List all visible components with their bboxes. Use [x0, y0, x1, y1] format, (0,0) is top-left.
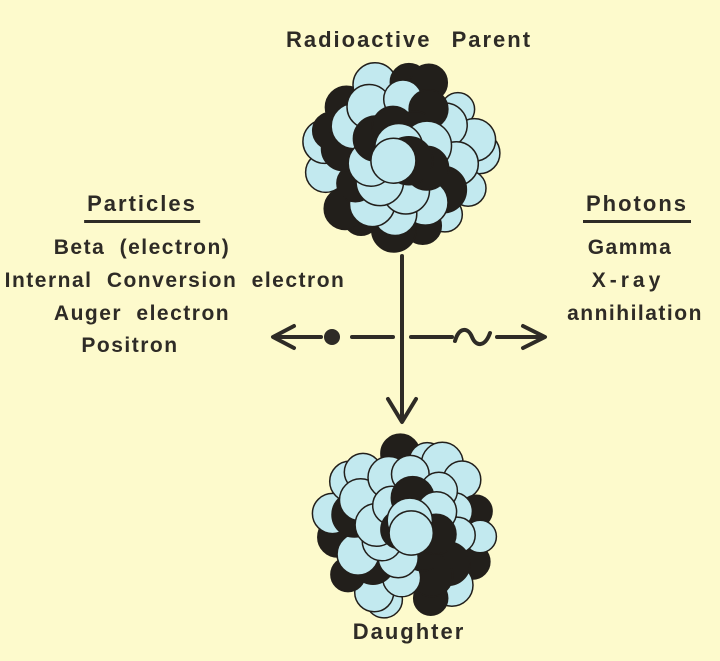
photons-heading: Photons: [583, 191, 691, 224]
particles-item-positron: Positron: [81, 334, 179, 357]
decay-arrow: [386, 254, 418, 424]
particles-item-internal-conversion: Internal Conversion electron: [4, 269, 346, 292]
particle-dot-icon: [324, 329, 340, 345]
daughter-nucleus-icon: [311, 433, 498, 619]
photon-arrow: [409, 324, 547, 350]
particles-item-beta: Beta (electron): [53, 236, 231, 259]
particles-heading: Particles: [84, 191, 200, 224]
particle-arrow: [271, 324, 395, 350]
photons-item-gamma: Gamma: [587, 236, 673, 259]
particles-item-auger: Auger electron: [53, 302, 231, 325]
daughter-label: Daughter: [352, 619, 466, 644]
photon-wave-icon: [453, 328, 492, 346]
parent-nucleus-icon: [302, 62, 501, 253]
photons-item-xray: X-ray: [591, 269, 665, 292]
photons-item-annihilation: annihilation: [567, 302, 703, 325]
parent-label: Radioactive Parent: [285, 27, 533, 52]
